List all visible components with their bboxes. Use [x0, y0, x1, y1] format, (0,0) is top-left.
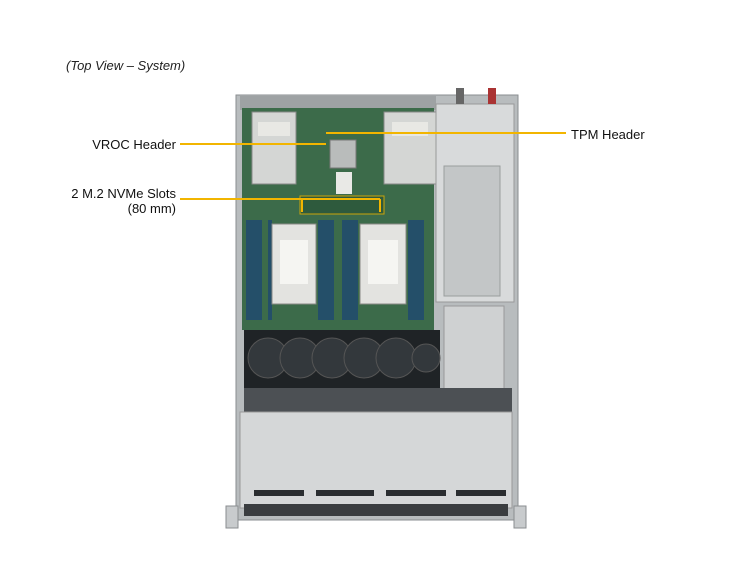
psu-handle-2 [488, 88, 496, 104]
psu-box [443, 305, 505, 391]
riser-left-slot [258, 122, 290, 136]
rear-io-strip [240, 96, 436, 110]
vroc-header-label: VROC Header [92, 137, 176, 152]
m2-slots-label-line1: 2 M.2 NVMe Slots [71, 186, 176, 201]
m2-slots-label: 2 M.2 NVMe Slots (80 mm) [52, 186, 176, 216]
psu-inner [443, 165, 501, 297]
m2-slot-area [299, 195, 385, 215]
chassis-rail-right [513, 505, 527, 529]
dimm-banks [246, 220, 424, 320]
chassis-rail-left [225, 505, 239, 529]
m2-slots-label-line2: (80 mm) [127, 201, 176, 216]
psu-handle-1 [456, 88, 464, 104]
white-module [336, 172, 352, 194]
front-bezel [244, 504, 508, 516]
chipset-heatsink [329, 139, 357, 169]
tpm-header-label: TPM Header [571, 127, 645, 142]
cpu2-label [368, 240, 398, 284]
figure-caption: (Top View – System) [66, 58, 186, 73]
cpu1-label [280, 240, 308, 284]
vent-rows [254, 490, 506, 496]
cable-area [244, 388, 512, 412]
fans [247, 337, 441, 379]
